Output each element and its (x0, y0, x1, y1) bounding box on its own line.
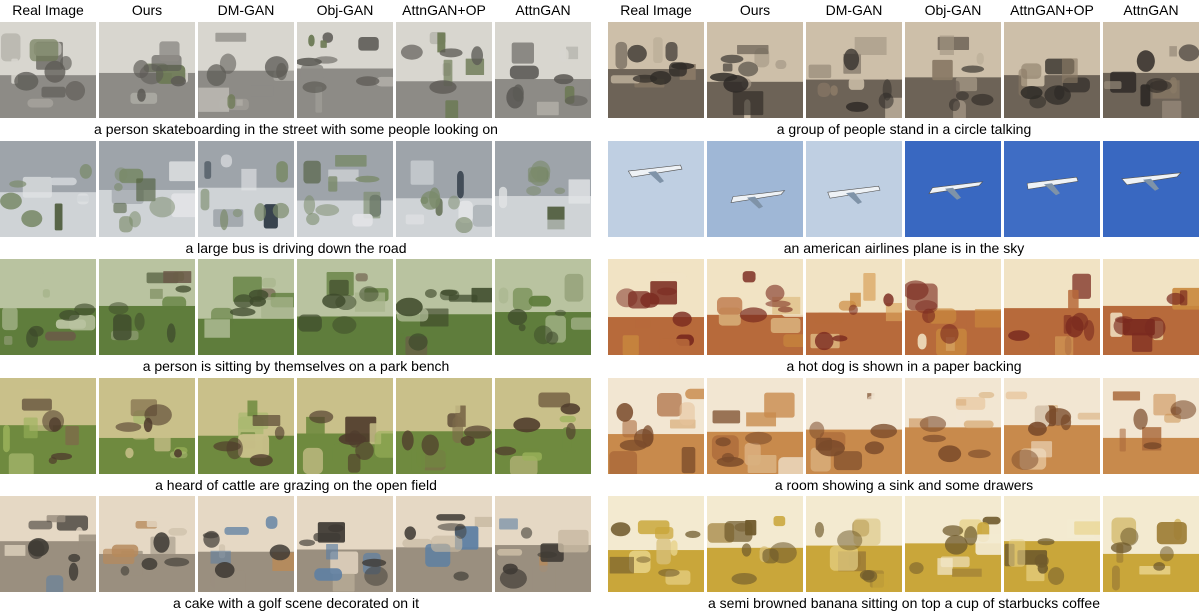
thumbnail-dm-gan (198, 22, 294, 118)
thumbnail-attngan-op (396, 496, 492, 592)
column-label-obj-gan: Obj-GAN (924, 2, 982, 18)
thumbnail-real-image (0, 496, 96, 592)
thumbnail-ours (707, 22, 803, 118)
thumbnail-attngan (1103, 496, 1199, 592)
caption: a hot dog is shown in a paper backing (786, 358, 1022, 374)
thumbnail-attngan-op (396, 141, 492, 237)
left-figure-panel: Real Image Ours DM-GAN Obj-GAN AttnGAN+O… (0, 0, 592, 611)
thumbnail-attngan (495, 259, 591, 355)
thumbnail-attngan-op (396, 259, 492, 355)
thumbnail-real-image (608, 259, 704, 355)
thumbnail-obj-gan (297, 259, 393, 355)
caption: a person skateboarding in the street wit… (94, 121, 498, 137)
right-figure-panel: Real Image Ours DM-GAN Obj-GAN AttnGAN+O… (608, 0, 1200, 611)
caption: a cake with a golf scene decorated on it (173, 595, 419, 611)
thumbnail-attngan (1103, 141, 1199, 237)
thumbnail-real-image (0, 141, 96, 237)
thumbnail-ours (707, 141, 803, 237)
caption: a semi browned banana sitting on top a c… (708, 595, 1100, 611)
thumbnail-real-image (608, 378, 704, 474)
thumbnail-attngan-op (1004, 259, 1100, 355)
thumbnail-attngan-op (1004, 22, 1100, 118)
thumbnail-real-image (0, 22, 96, 118)
column-label-attngan: AttnGAN (1123, 2, 1179, 18)
caption: a room showing a sink and some drawers (774, 477, 1034, 493)
thumbnail-obj-gan (905, 259, 1001, 355)
thumbnail-attngan (495, 496, 591, 592)
thumbnail-ours (99, 259, 195, 355)
thumbnail-ours (707, 496, 803, 592)
thumbnail-obj-gan (905, 496, 1001, 592)
column-label-dm-gan: DM-GAN (825, 2, 883, 18)
thumbnail-attngan-op (1004, 141, 1100, 237)
column-label-real-image: Real Image (12, 2, 84, 18)
thumbnail-ours (99, 22, 195, 118)
thumbnail-real-image (0, 378, 96, 474)
thumbnail-obj-gan (297, 22, 393, 118)
thumbnail-ours (707, 378, 803, 474)
thumbnail-obj-gan (297, 378, 393, 474)
thumbnail-ours (99, 141, 195, 237)
column-label-attngan-op: AttnGAN+OP (402, 2, 486, 18)
caption: a group of people stand in a circle talk… (776, 121, 1032, 137)
thumbnail-attngan-op (1004, 378, 1100, 474)
thumbnail-real-image (608, 141, 704, 237)
thumbnail-ours (99, 496, 195, 592)
column-label-real-image: Real Image (620, 2, 692, 18)
caption: a heard of cattle are grazing on the ope… (155, 477, 437, 493)
thumbnail-dm-gan (806, 141, 902, 237)
column-label-attngan: AttnGAN (515, 2, 571, 18)
thumbnail-obj-gan (905, 141, 1001, 237)
thumbnail-obj-gan (905, 22, 1001, 118)
right-column-headers: Real Image Ours DM-GAN Obj-GAN AttnGAN+O… (608, 0, 1200, 22)
thumbnail-dm-gan (198, 259, 294, 355)
thumbnail-dm-gan (806, 496, 902, 592)
thumbnail-ours (707, 259, 803, 355)
thumbnail-attngan-op (396, 22, 492, 118)
thumbnail-real-image (608, 22, 704, 118)
caption: an american airlines plane is in the sky (783, 240, 1025, 256)
caption: a large bus is driving down the road (185, 240, 407, 256)
column-label-ours: Ours (131, 2, 163, 18)
thumbnail-attngan (495, 141, 591, 237)
thumbnail-attngan (495, 22, 591, 118)
thumbnail-real-image (0, 259, 96, 355)
thumbnail-ours (99, 378, 195, 474)
thumbnail-attngan (1103, 22, 1199, 118)
column-label-dm-gan: DM-GAN (217, 2, 275, 18)
thumbnail-attngan (495, 378, 591, 474)
thumbnail-attngan-op (1004, 496, 1100, 592)
thumbnail-dm-gan (198, 378, 294, 474)
thumbnail-obj-gan (297, 496, 393, 592)
thumbnail-real-image (608, 496, 704, 592)
caption: a person is sitting by themselves on a p… (142, 358, 450, 374)
column-label-obj-gan: Obj-GAN (316, 2, 374, 18)
thumbnail-obj-gan (297, 141, 393, 237)
thumbnail-dm-gan (806, 259, 902, 355)
thumbnail-attngan (1103, 259, 1199, 355)
column-label-ours: Ours (739, 2, 771, 18)
column-label-attngan-op: AttnGAN+OP (1010, 2, 1094, 18)
thumbnail-dm-gan (806, 378, 902, 474)
thumbnail-dm-gan (806, 22, 902, 118)
thumbnail-dm-gan (198, 141, 294, 237)
left-column-headers: Real Image Ours DM-GAN Obj-GAN AttnGAN+O… (0, 0, 592, 22)
thumbnail-attngan (1103, 378, 1199, 474)
thumbnail-obj-gan (905, 378, 1001, 474)
thumbnail-attngan-op (396, 378, 492, 474)
thumbnail-dm-gan (198, 496, 294, 592)
